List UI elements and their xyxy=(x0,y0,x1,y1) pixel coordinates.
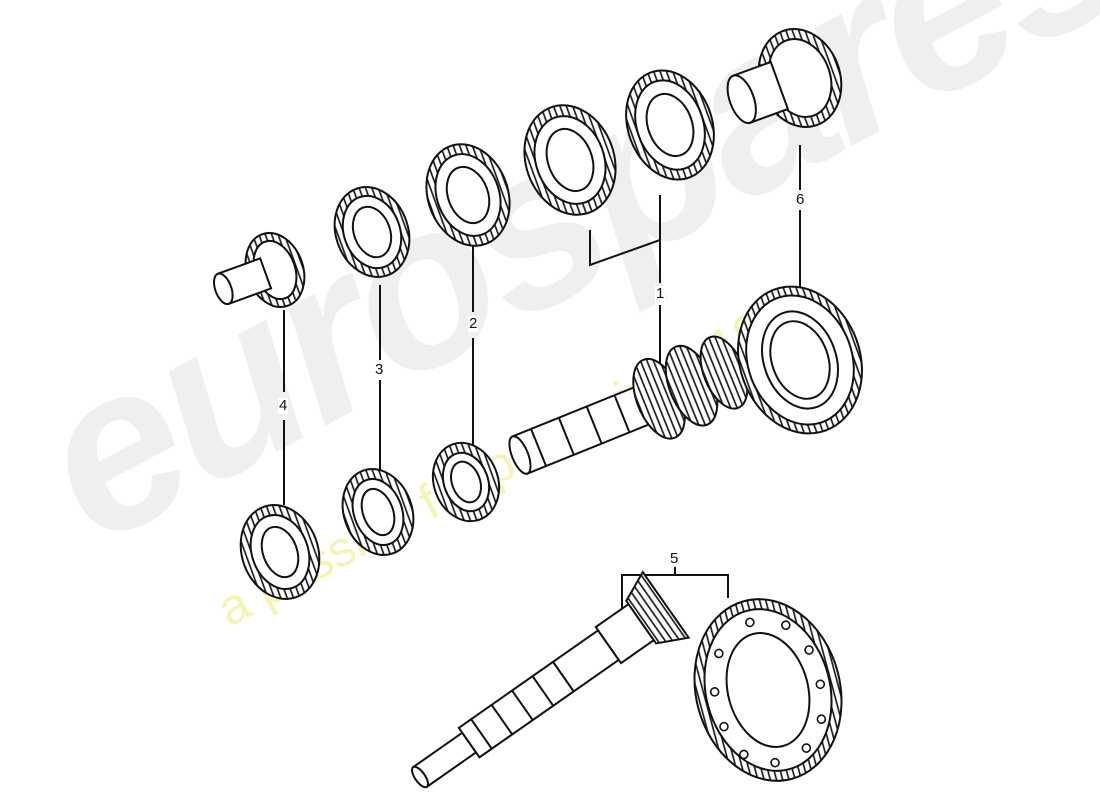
gear-top-3 xyxy=(333,186,411,278)
callout-4: 4 xyxy=(278,397,289,414)
gear-top-1a xyxy=(523,104,617,216)
gear-top-6 xyxy=(726,28,843,128)
gear-top-1b xyxy=(625,69,715,181)
crown-wheel xyxy=(693,598,843,782)
main-shaft xyxy=(508,335,749,475)
callout-5: 5 xyxy=(669,550,680,567)
callout-2: 2 xyxy=(468,315,479,332)
gear-bottom-4 xyxy=(239,504,321,600)
callout-1: 1 xyxy=(655,285,666,302)
gear-top-2 xyxy=(425,143,511,247)
gear-bottom-3 xyxy=(341,468,415,556)
gear-bottom-2 xyxy=(431,441,501,523)
callout-6: 6 xyxy=(795,191,806,208)
gear-large-6 xyxy=(737,285,863,435)
gear-top-4 xyxy=(213,232,306,308)
callout-3: 3 xyxy=(374,361,385,378)
pinion-shaft xyxy=(410,570,691,789)
